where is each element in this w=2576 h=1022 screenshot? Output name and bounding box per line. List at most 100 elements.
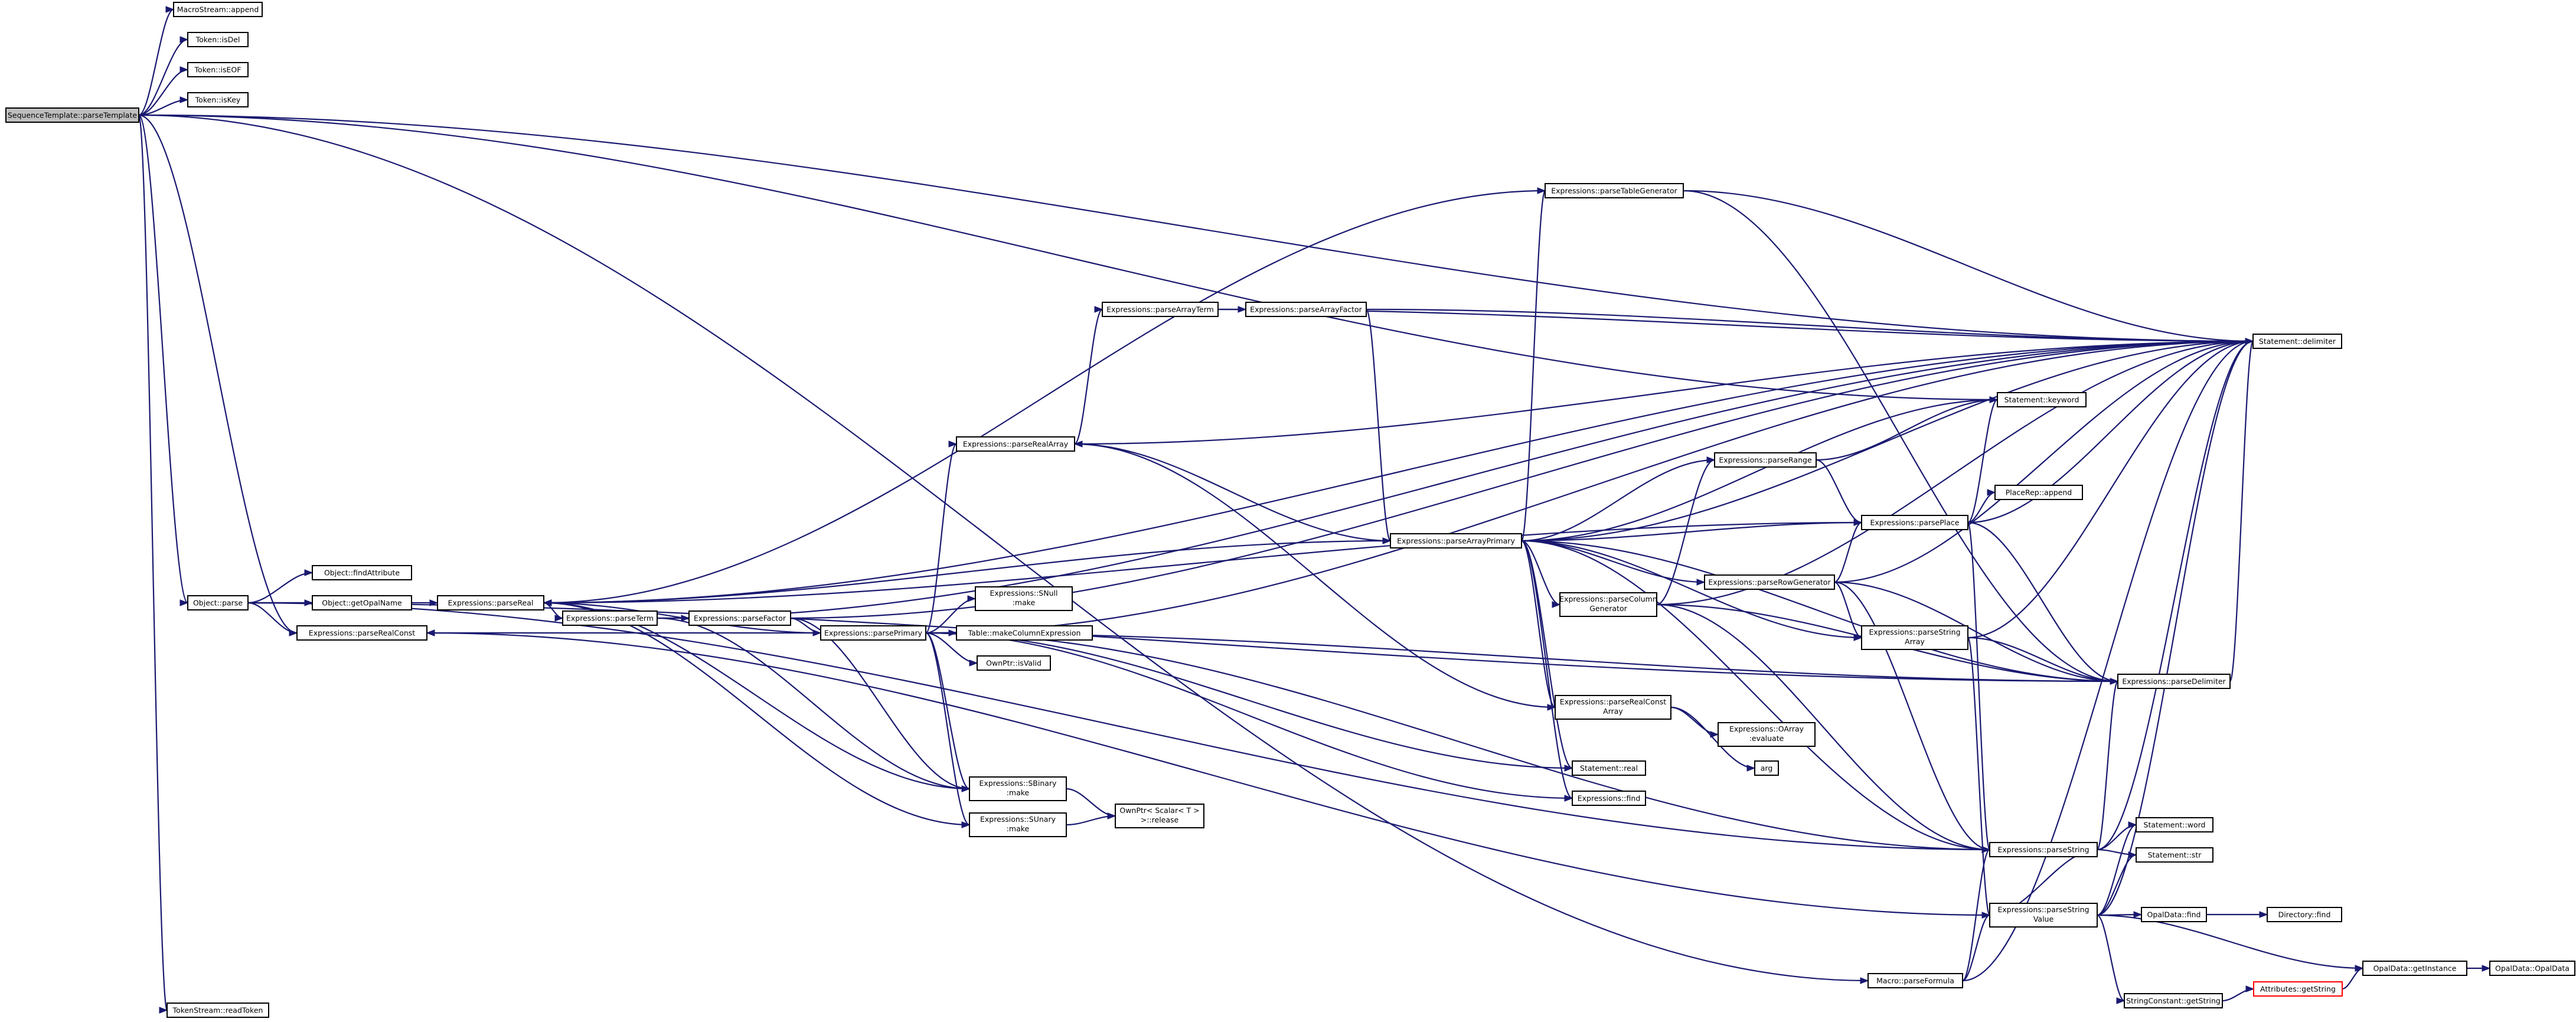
- node-stmtStr[interactable]: Statement::str: [2136, 847, 2213, 863]
- node-isKey[interactable]: Token::isKey: [187, 92, 249, 107]
- node-isEOF[interactable]: Token::isEOF: [187, 62, 249, 77]
- node-oArrayEvaluate[interactable]: Expressions::OArray:evaluate: [1718, 722, 1816, 747]
- edge-parseFormula-to-parseStringValue: [1962, 912, 1991, 982]
- node-sNullMake[interactable]: Expressions::SNull:make: [975, 586, 1073, 611]
- node-ownPtrRelease[interactable]: OwnPtr< Scalar< T > >::release: [1115, 804, 1204, 828]
- arrowhead-icon: [1073, 440, 1083, 448]
- edge-line: [1073, 308, 1103, 445]
- edge-line: [1074, 443, 1556, 708]
- node-parseRowGenerator[interactable]: Expressions::parseRowGenerator: [1704, 574, 1835, 590]
- node-getInstance[interactable]: OpalData::getInstance: [2362, 961, 2467, 976]
- node-label: Expressions::parseArrayTerm: [1106, 305, 1214, 314]
- node-parsePrimary[interactable]: Expressions::parsePrimary: [820, 625, 926, 641]
- node-delimiter[interactable]: Statement::delimiter: [2252, 334, 2342, 349]
- node-box: [969, 812, 1067, 837]
- node-parseString[interactable]: Expressions::parseString: [1989, 842, 2098, 857]
- edge-parseRowGenerator-to-parsePlace: [1834, 519, 1863, 583]
- node-parseRange[interactable]: Expressions::parseRange: [1714, 452, 1817, 468]
- node-parseFormula[interactable]: Macro::parseFormula: [1867, 973, 1963, 988]
- node-box: [1115, 804, 1204, 828]
- node-parseTemplate[interactable]: SequenceTemplate::parseTemplate: [5, 107, 139, 123]
- node-parsePlace[interactable]: Expressions::parsePlace: [1861, 515, 1968, 530]
- node-parseArrayTerm[interactable]: Expressions::parseArrayTerm: [1102, 302, 1219, 317]
- node-parseReal[interactable]: Expressions::parseReal: [437, 595, 544, 610]
- node-box: [1545, 183, 1684, 198]
- node-label: Object::findAttribute: [324, 569, 400, 577]
- node-box: [2267, 907, 2342, 922]
- node-getOpalName[interactable]: Object::getOpalName: [312, 595, 412, 610]
- node-macroAppend[interactable]: MacroStream::append: [173, 2, 263, 17]
- edge-parseTemplate-to-isDel: [138, 36, 189, 116]
- node-sUnaryMake[interactable]: Expressions::SUnary:make: [969, 812, 1067, 837]
- node-label: Expressions::parseColumn: [1559, 595, 1657, 603]
- node-arg[interactable]: arg: [1754, 760, 1779, 776]
- edge-line: [1834, 521, 1862, 583]
- node-attrGetString[interactable]: Attributes::getString: [2253, 981, 2343, 997]
- edge-line: [138, 114, 168, 1011]
- node-placeRepAppend[interactable]: PlaceRep::append: [1994, 485, 2083, 500]
- node-parseRealConst[interactable]: Expressions::parseRealConst: [296, 625, 427, 641]
- node-label: Statement::keyword: [2004, 396, 2079, 404]
- edge-line: [1521, 540, 2118, 683]
- node-label: Array: [1603, 707, 1623, 716]
- arrowhead-icon: [1696, 579, 1706, 586]
- node-label: Table::makeColumnExpression: [968, 629, 1081, 638]
- node-label: :make: [1013, 598, 1036, 607]
- node-label: Expressions::parseTerm: [566, 614, 654, 623]
- node-parseArrayFactor[interactable]: Expressions::parseArrayFactor: [1245, 302, 1367, 317]
- node-label: SequenceTemplate::parseTemplate: [8, 111, 137, 120]
- node-dirFind[interactable]: Directory::find: [2267, 907, 2342, 922]
- node-label: Expressions::parsePlace: [1870, 518, 1960, 527]
- arrowhead-icon: [2110, 678, 2119, 685]
- node-sBinaryMake[interactable]: Expressions::SBinary:make: [969, 776, 1067, 801]
- edge-getInstance-to-opalDataCtor: [2467, 965, 2491, 972]
- edge-parseStringValue-to-parseRealConst: [426, 629, 1990, 916]
- arrowhead-icon: [304, 569, 314, 576]
- node-label: Token::isEOF: [194, 66, 241, 74]
- edge-line: [1967, 340, 2254, 524]
- arrowhead-icon: [967, 595, 977, 602]
- node-exprFind[interactable]: Expressions::find: [1572, 791, 1646, 806]
- edge-parseTemplate-to-isEOF: [138, 66, 189, 116]
- node-label: Macro::parseFormula: [1876, 977, 1954, 985]
- node-box: [1390, 533, 1522, 548]
- node-stmtWord[interactable]: Statement::word: [2136, 817, 2213, 832]
- node-objParse[interactable]: Object::parse: [187, 595, 249, 610]
- edge-line: [1683, 190, 2254, 342]
- edge-parseArrayPrimary-to-parseColumnGenerator: [1521, 540, 1561, 608]
- edge-parsePlace-to-keyword: [1967, 396, 1999, 524]
- node-keyword[interactable]: Statement::keyword: [1997, 392, 2087, 407]
- node-opalFind[interactable]: OpalData::find: [2141, 907, 2207, 922]
- edge-line: [925, 632, 1990, 851]
- arrowhead-icon: [165, 6, 175, 13]
- node-parseTerm[interactable]: Expressions::parseTerm: [562, 610, 658, 626]
- node-parseRealArray[interactable]: Expressions::parseRealArray: [956, 436, 1075, 452]
- node-parseArrayPrimary[interactable]: Expressions::parseArrayPrimary: [1390, 533, 1522, 548]
- node-parseDelimiter[interactable]: Expressions::parseDelimiter: [2117, 674, 2231, 689]
- edge-line: [1521, 521, 1862, 542]
- node-parseTableGenerator[interactable]: Expressions::parseTableGenerator: [1545, 183, 1684, 198]
- node-box: [2117, 674, 2231, 689]
- node-getString[interactable]: StringConstant::getString: [2124, 993, 2223, 1008]
- node-ownPtrIsValid[interactable]: OwnPtr::isValid: [977, 655, 1051, 671]
- node-makeColumnExpression[interactable]: Table::makeColumnExpression: [956, 625, 1093, 641]
- node-box: [1718, 722, 1816, 747]
- node-opalDataCtor[interactable]: OpalData::OpalData: [2489, 961, 2575, 976]
- edge-line: [1520, 190, 1546, 542]
- node-label: Generator: [1589, 604, 1627, 613]
- node-readToken[interactable]: TokenStream::readToken: [166, 1003, 269, 1018]
- node-label: Expressions::parseRealArray: [963, 440, 1069, 449]
- edge-line: [2097, 340, 2254, 916]
- arrowhead-icon: [2245, 338, 2254, 345]
- edge-line: [1365, 308, 1392, 542]
- node-parseFactor[interactable]: Expressions::parseFactor: [688, 610, 791, 626]
- edge-line: [1834, 581, 2118, 683]
- edge-line: [138, 114, 2254, 342]
- node-findAttribute[interactable]: Object::findAttribute: [312, 565, 412, 580]
- node-isDel[interactable]: Token::isDel: [187, 32, 249, 47]
- node-stmtReal[interactable]: Statement::real: [1572, 760, 1646, 776]
